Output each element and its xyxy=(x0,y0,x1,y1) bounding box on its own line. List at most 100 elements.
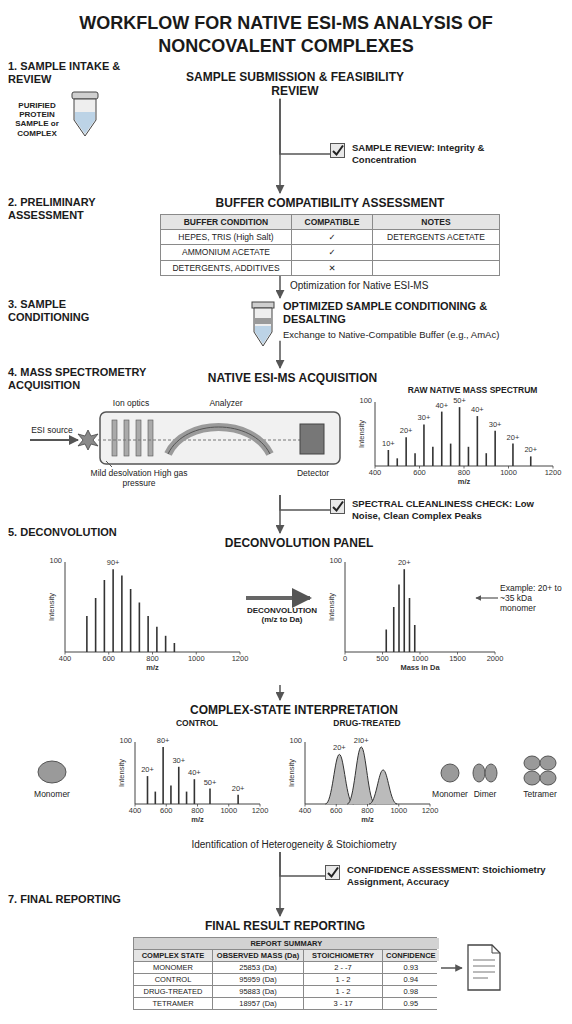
deconvolution-arrow xyxy=(246,598,498,599)
spectrum-peak xyxy=(139,603,141,653)
label: 400 xyxy=(129,807,142,816)
label: Intensity xyxy=(118,759,127,787)
node-heading: NATIVE ESI-MS ACQUISITION xyxy=(40,371,545,385)
label: 40+ xyxy=(471,406,484,415)
label: 4. MASS SPECTROMETRY ACQUISITION xyxy=(8,366,158,391)
label: 20+ xyxy=(524,446,537,455)
process-stage: NATIVE ESI-MS ACQUISITION xyxy=(40,368,545,495)
table-cell xyxy=(373,245,499,259)
spectrum-peak xyxy=(170,785,172,804)
flow-connector xyxy=(279,341,281,368)
table-cell: TETRAMER xyxy=(134,998,212,1009)
label: RAW NATIVE MASS SPECTRUM xyxy=(385,386,560,396)
label: m/z xyxy=(458,478,471,487)
drawing-stroke xyxy=(540,756,556,770)
complex-icons xyxy=(38,756,556,785)
spectrum-peak xyxy=(95,598,97,652)
label: 2. PRELIMINARY ASSESSMENT xyxy=(8,196,148,221)
label: 400 xyxy=(59,655,72,664)
drawing-stroke xyxy=(246,596,310,600)
process-stage: OPTIMIZED SAMPLE CONDITIONING & DESALTIN… xyxy=(245,298,535,341)
label: 20+ xyxy=(507,434,520,443)
label: Intensity xyxy=(288,759,297,787)
check-icon xyxy=(325,865,340,880)
table-cell: ✓ xyxy=(292,245,372,259)
label: 2000 xyxy=(487,655,504,664)
node-heading: COMPLEX-STATE INTERPRETATION xyxy=(20,703,568,717)
label: 1000 xyxy=(412,655,429,664)
node-heading: DECONVOLUTION PANEL xyxy=(30,536,568,550)
table-cell: 95883 (Da) xyxy=(213,986,303,997)
table-cell: DRUG-TREATED xyxy=(134,986,212,997)
flow-connector xyxy=(279,99,281,193)
label: 1. SAMPLE INTAKE & REVIEW xyxy=(8,60,126,85)
drawing-stroke xyxy=(524,756,540,770)
drawing-stroke xyxy=(148,420,153,456)
table-header: CONFIDENCE xyxy=(383,950,439,961)
label: Detector xyxy=(282,469,344,479)
drawing-stroke xyxy=(72,92,98,99)
table-cell: 0.95 xyxy=(383,998,439,1009)
table-cell: 18957 (Da) xyxy=(213,998,303,1009)
label: 1200 xyxy=(232,655,249,664)
node-heading: SAMPLE REVIEW: Integrity & Concentration xyxy=(352,142,490,166)
node-body: Exchange to Native-Compatible Buffer (e.… xyxy=(283,329,535,340)
check-box: SAMPLE REVIEW: Integrity & Concentration xyxy=(330,140,490,168)
check-frame xyxy=(331,144,345,158)
drawing-stroke xyxy=(485,764,497,782)
label: 20+ xyxy=(333,744,346,753)
label: 5. DECONVOLUTION xyxy=(8,526,148,539)
label: Ion optics xyxy=(100,399,162,409)
table-title: REPORT SUMMARY xyxy=(134,938,439,949)
spectrum-peak xyxy=(405,437,407,466)
spectrum-peak xyxy=(512,444,514,466)
label: 800 xyxy=(458,469,471,478)
label: 600 xyxy=(102,655,115,664)
label: 50+ xyxy=(204,779,217,788)
spectrum-peak xyxy=(459,407,461,466)
label: Intensity xyxy=(48,593,57,621)
label: 30+ xyxy=(418,414,431,423)
label: m/z xyxy=(146,664,159,673)
spectrum-peak xyxy=(104,580,106,652)
drawing-stroke xyxy=(254,308,272,346)
label: 1000 xyxy=(390,807,407,816)
drawing-stroke xyxy=(473,972,495,973)
drawing-stroke xyxy=(300,424,324,454)
label: 100 xyxy=(49,557,62,566)
label: Tetramer xyxy=(512,790,568,800)
drawing-stroke xyxy=(524,771,540,785)
plot-axis xyxy=(375,402,553,466)
label: DECONVOLUTION (m/z to Da) xyxy=(243,606,321,624)
drawing-stroke xyxy=(468,945,500,990)
label: 80+ xyxy=(157,737,170,746)
label: 30+ xyxy=(172,757,185,766)
table-cell: ✕ xyxy=(292,261,372,275)
node-heading: SAMPLE SUBMISSION & FEASIBILITY REVIEW xyxy=(185,70,405,99)
plot-axis xyxy=(65,562,240,652)
node-heading: BUFFER COMPATIBILITY ASSESSMENT xyxy=(160,193,500,210)
spectrum-peak xyxy=(403,569,405,652)
table-cell: 25853 (Da) xyxy=(213,962,303,973)
check-box: CONFIDENCE ASSESSMENT: Stoichiometry Ass… xyxy=(325,862,560,890)
label: 100 xyxy=(359,397,372,406)
drawing-stroke xyxy=(254,318,272,324)
drawing-stroke xyxy=(136,420,141,456)
spectrum-peak xyxy=(165,636,167,652)
check-mark xyxy=(333,146,343,155)
label: 500 xyxy=(376,655,389,664)
label: 600 xyxy=(160,807,173,816)
drawing-stroke xyxy=(473,978,488,979)
spectrum-peak xyxy=(393,607,395,652)
label: 1200 xyxy=(545,469,562,478)
label: 1000 xyxy=(500,469,517,478)
table-cell: AMMONIUM ACETATE xyxy=(161,245,291,259)
spectrum-peak xyxy=(178,767,180,804)
label: Mass in Da xyxy=(400,664,439,673)
spectrum-peak xyxy=(477,416,479,466)
table-cell: HEPES, TRIS (High Salt) xyxy=(161,230,291,244)
label: 400 xyxy=(369,469,382,478)
table-header: STOICHIOMETRY xyxy=(304,950,382,961)
table-cell: MONOMER xyxy=(134,962,212,973)
